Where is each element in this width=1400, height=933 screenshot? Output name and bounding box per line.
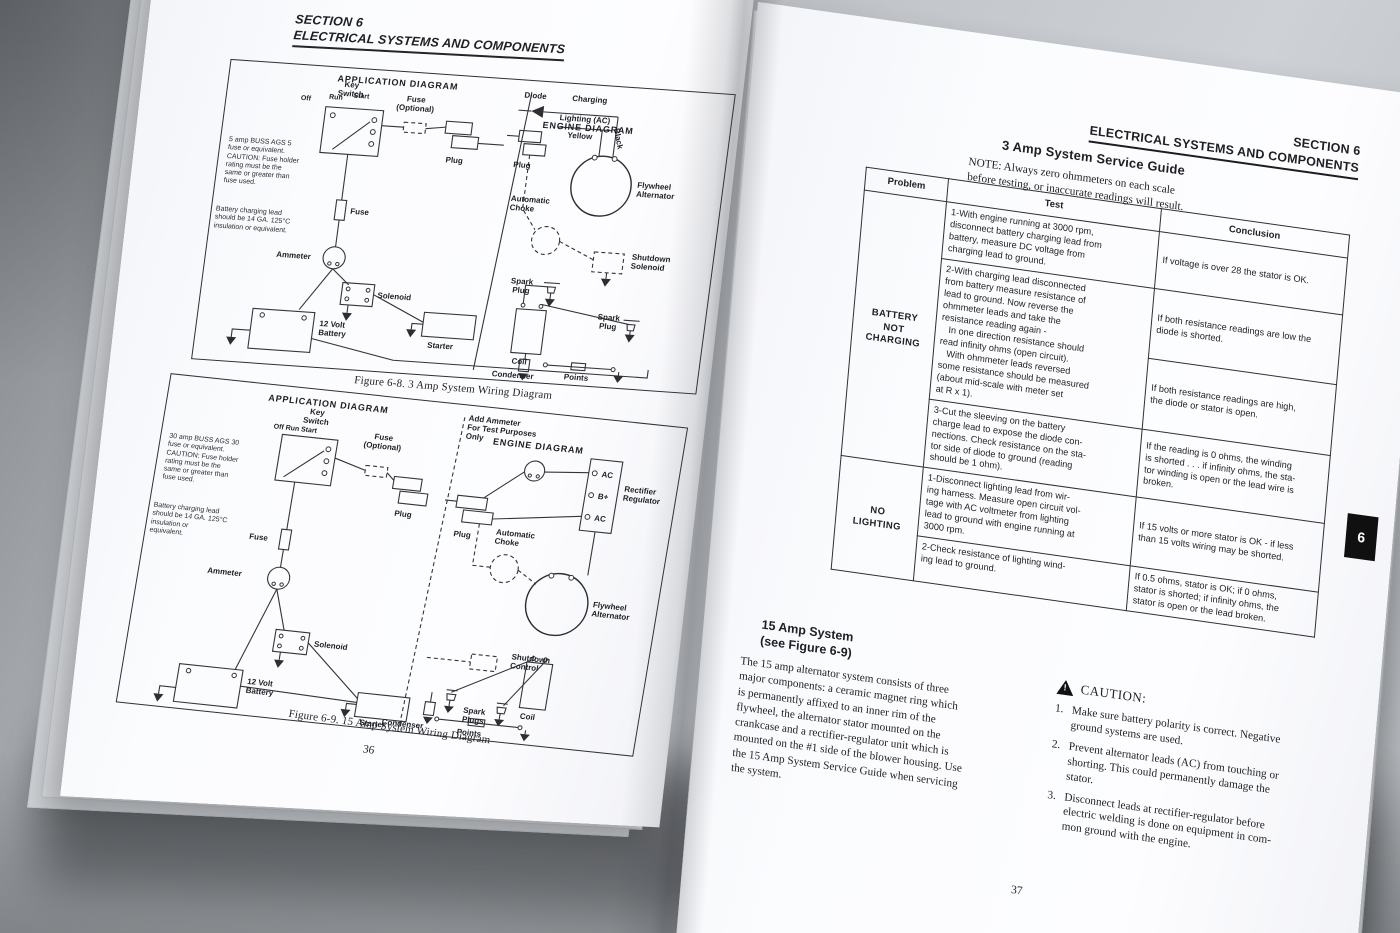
spark-plugs-label: Spark Plugs xyxy=(461,705,487,727)
page-number: 37 xyxy=(1010,883,1024,898)
plug-label: Plug xyxy=(445,155,464,166)
automatic-choke-label: Automatic Choke xyxy=(493,527,536,549)
section-header: SECTION 6 ELECTRICAL SYSTEMS AND COMPONE… xyxy=(292,11,568,61)
wiring-diagram-15amp xyxy=(153,417,624,742)
spark-plug-label: Spark Plug xyxy=(597,312,621,332)
shutdown-solenoid-label: Shutdown Solenoid xyxy=(630,252,672,274)
battery-label: 12 Volt Battery xyxy=(245,676,274,698)
points-label: Points xyxy=(563,372,589,383)
plug-engine-label: Plug xyxy=(452,529,472,540)
fifteen-amp-paragraph: The 15 amp alternator system consists of… xyxy=(730,654,963,790)
plug-label: Plug xyxy=(393,508,413,520)
off-label: Off xyxy=(300,94,312,103)
figure-6-8-diagram: APPLICATION DIAGRAM ENGINE DIAGRAM 5 amp… xyxy=(191,58,736,395)
rectifier-regulator-label: Rectifier Regulator xyxy=(622,484,661,507)
problem-cell: NO LIGHTING xyxy=(831,455,924,581)
coil-label: Coil xyxy=(519,711,536,723)
fuse-note: 5 amp BUSS AGS 5 fuse or equivalent. CAU… xyxy=(223,136,300,187)
ac-terminal-label: AC xyxy=(593,513,607,524)
section-tab: 6 xyxy=(1343,513,1379,562)
b-plus-terminal-label: B+ xyxy=(597,491,610,502)
page-number: 36 xyxy=(361,743,376,757)
right-page: SECTION 6 ELECTRICAL SYSTEMS AND COMPONE… xyxy=(674,2,1400,933)
caution-block: ! CAUTION: 1. Make sure battery polarity… xyxy=(1044,678,1345,878)
automatic-choke-label: Automatic Choke xyxy=(509,193,551,214)
fifteen-amp-heading: 15 Amp System (see Figure 6-9) xyxy=(759,617,855,661)
run-label: Run xyxy=(328,93,344,102)
fuse-optional-label: Fuse (Optional) xyxy=(395,94,435,115)
spark-plug-label: Spark Plug xyxy=(510,276,534,296)
flywheel-alternator-label: Flywheel Alternator xyxy=(635,180,675,202)
plug-engine-label: Plug xyxy=(512,159,532,171)
fuse-label: Fuse xyxy=(349,206,370,218)
battery-label: 12 Volt Battery xyxy=(317,319,347,340)
coil-label: Coil xyxy=(511,356,528,367)
start-label: Start xyxy=(352,92,370,101)
yellow-label: Yellow xyxy=(566,130,593,142)
fuse-note: 30 amp BUSS AGS 30 fuse or equivalent. C… xyxy=(161,432,240,484)
flywheel-alternator-label: Flywheel Alternator xyxy=(590,600,631,623)
left-page: SECTION 6 ELECTRICAL SYSTEMS AND COMPONE… xyxy=(60,0,760,828)
fuse-label: Fuse xyxy=(248,531,269,543)
service-guide-table: Problem Test Conclusion BATTERY NOT CHAR… xyxy=(831,167,1351,638)
warning-triangle-icon: ! xyxy=(1056,679,1074,696)
wiring-diagram-3amp xyxy=(226,92,649,383)
diode-label: Diode xyxy=(523,90,548,102)
starter-label: Starter xyxy=(426,340,454,352)
ac-terminal-label: AC xyxy=(600,470,614,481)
shutdown-control-label: Shutdown Control xyxy=(509,652,551,674)
figure-6-9-diagram: APPLICATION DIAGRAM ENGINE DIAGRAM 30 am… xyxy=(115,373,689,757)
